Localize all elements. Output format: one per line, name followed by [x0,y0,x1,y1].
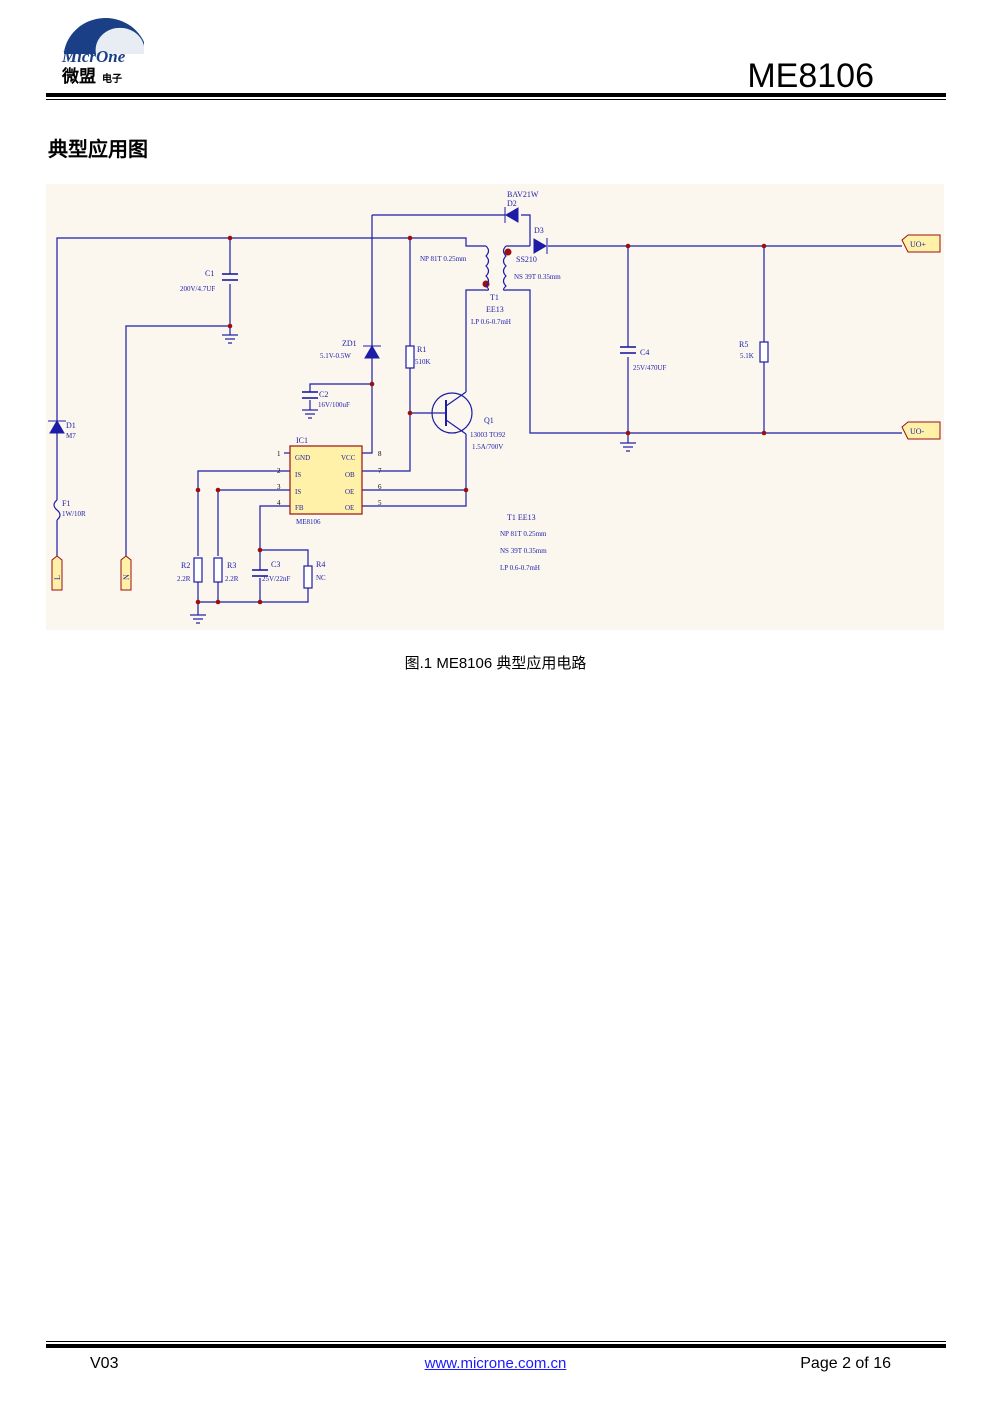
label-input-n: N [122,574,131,580]
label-pin6: OE [345,488,354,496]
label-q1-rating: 1.5A/700V [472,443,503,451]
note-lp: LP 0.6-0.7mH [500,564,540,572]
label-r5-ref: R5 [739,340,748,349]
footer-rule-thick [46,1344,946,1348]
label-np: NP 81T 0.25mm [420,255,467,263]
label-n8: 8 [378,450,382,458]
label-r1-val: 510K [415,358,431,366]
resistors [193,341,769,589]
label-r4-ref: R4 [316,560,325,569]
label-d2-ref: D2 [507,199,517,208]
label-r1-ref: R1 [417,345,426,354]
logo-text-en: MicrOne [61,47,126,66]
footer-version: V03 [90,1355,119,1372]
label-n3: 3 [277,483,281,491]
document-title: ME8106 [747,57,874,95]
label-d3-ref: D3 [534,226,544,235]
label-c2-ref: C2 [319,390,328,399]
header-rule-thick [46,93,946,97]
label-n1: 1 [277,450,281,458]
note-t1: T1 EE13 [507,513,536,522]
label-d1-ref: D1 [66,421,76,430]
label-t1-ref: T1 [490,293,499,302]
label-zd1-val: 5.1V-0.5W [320,352,351,360]
figure-caption: 图.1 ME8106 典型应用电路 [404,655,587,672]
label-r5-val: 5.1K [740,352,754,360]
label-c3-val: 25V/22nF [262,575,291,583]
label-q1-ref: Q1 [484,416,494,425]
label-zd1-ref: ZD1 [342,339,357,348]
label-r4-val: NC [316,574,326,582]
label-n2: 2 [277,467,281,475]
footer-rule-thin [46,1341,946,1342]
label-pin2: IS [295,471,301,479]
label-pin4: FB [295,504,304,512]
section-title: 典型应用图 [48,137,148,161]
label-pin8: VCC [341,454,356,462]
label-out-neg: UO- [910,427,925,436]
label-ic-name: ME8106 [296,518,321,526]
ic-ME8106-body [289,445,363,515]
label-d1-val: M7 [66,432,76,440]
label-r2-ref: R2 [181,561,190,570]
label-c4-ref: C4 [640,348,649,357]
label-n6: 6 [378,483,382,491]
capacitors [222,273,636,577]
application-circuit-schematic: BAV21W D2 D3 SS210 NP 81T 0.25mm NS 39T … [46,184,944,630]
label-c1-ref: C1 [205,269,214,278]
footer-link-container: www.microne.com.cn [0,1355,991,1372]
label-t1-lp: LP 0.6-0.7mH [471,318,511,326]
label-n5: 5 [378,499,382,507]
label-n7: 7 [378,467,382,475]
label-c4-val: 25V/470UF [633,364,667,372]
output-connectors [901,234,941,440]
label-pin7: OB [345,471,355,479]
label-pin3: IS [295,488,301,496]
input-connectors [51,555,132,591]
label-ic-ref: IC1 [296,436,308,445]
ground-symbols [190,334,636,624]
transformer-t1 [485,245,507,291]
label-pin1: GND [295,454,310,462]
label-d3-name: SS210 [516,255,537,264]
note-np: NP 81T 0.25mm [500,530,547,538]
label-f1-val: 1W/10R [62,510,86,518]
label-t1-core: EE13 [486,305,504,314]
label-pin5: OE [345,504,354,512]
diodes [48,207,548,434]
label-input-l: L [53,575,62,580]
label-r3-val: 2.2R [225,575,239,583]
fuse-f1 [53,499,61,521]
label-r3-ref: R3 [227,561,236,570]
label-n4: 4 [277,499,281,507]
label-q1-val: 13003 TO92 [470,431,506,439]
company-logo: MicrOne 微盟 电子 [56,10,156,86]
note-ns: NS 39T 0.35mm [500,547,547,555]
logo-text-cn: 微盟 [61,66,96,85]
label-c2-val: 16V/100uF [318,401,350,409]
wires [56,214,902,615]
junctions [195,235,767,605]
label-c1-val: 200V/4.7UF [180,285,215,293]
transistor-q1 [431,391,473,435]
page-number: Page 2 of 16 [800,1355,891,1372]
label-r2-val: 2.2R [177,575,191,583]
label-out-pos: UO+ [910,240,927,249]
label-c3-ref: C3 [271,560,280,569]
logo-text-cn-small: 电子 [102,72,122,85]
label-f1-ref: F1 [62,499,70,508]
label-ns: NS 39T 0.35mm [514,273,561,281]
schematic-labels: BAV21W D2 D3 SS210 NP 81T 0.25mm NS 39T … [53,190,927,583]
website-link[interactable]: www.microne.com.cn [424,1355,567,1372]
header-rule-thin [46,99,946,100]
label-d2-name: BAV21W [507,190,539,199]
